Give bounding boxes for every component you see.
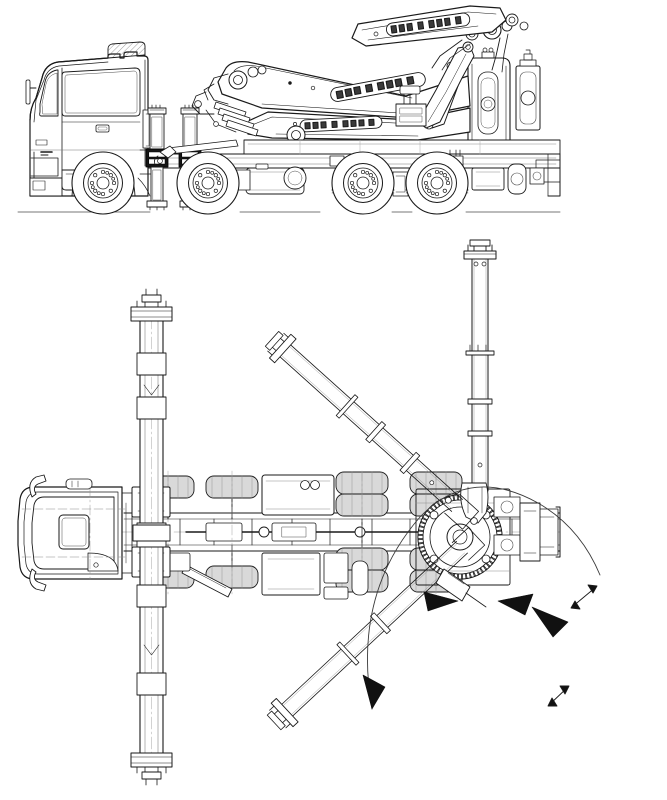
slew-rotation-arc bbox=[362, 486, 601, 710]
boom-extension-upper bbox=[351, 5, 529, 47]
stabiliser-leg-1 bbox=[145, 104, 169, 211]
boom-position-diagonal bbox=[264, 330, 479, 530]
front-bumper bbox=[29, 177, 63, 197]
mirror-arm-right bbox=[29, 568, 47, 592]
boom-logo-plate-lower bbox=[299, 115, 383, 133]
boom-tip-head-3 bbox=[266, 698, 299, 731]
boom-tip-head bbox=[463, 239, 497, 276]
stowed-outrigger-arm-plan bbox=[435, 568, 487, 608]
rear-wheel-2 bbox=[405, 151, 469, 215]
headlamp bbox=[35, 139, 48, 146]
boom-logo-plate-upper bbox=[330, 72, 426, 102]
outer-boom bbox=[245, 107, 471, 145]
outrigger-beam-extended bbox=[130, 288, 173, 786]
front-wheel-1 bbox=[71, 151, 135, 215]
side-elevation-svg bbox=[17, 5, 561, 215]
plan-view bbox=[0, 235, 667, 800]
hydraulic-oil-tank bbox=[515, 49, 541, 131]
outrigger-pad-top bbox=[130, 288, 173, 322]
boom-position-vertical bbox=[460, 239, 497, 525]
slew-arrow-right bbox=[531, 606, 569, 638]
boom-tip-head-2 bbox=[264, 330, 297, 364]
side-elevation-view bbox=[0, 0, 667, 235]
front-wheel-2 bbox=[176, 151, 240, 215]
plan-view-svg bbox=[17, 239, 601, 786]
grille bbox=[30, 157, 59, 177]
boom-position-rear-diagonal bbox=[266, 527, 486, 731]
mirror-arm-left bbox=[29, 474, 47, 498]
cab-plan bbox=[17, 474, 133, 592]
rear-wheel-1 bbox=[331, 151, 395, 215]
knuckle-boom-crane-side bbox=[154, 5, 561, 167]
knuckle-linkage-cluster bbox=[191, 65, 267, 137]
outrigger-pad-bottom bbox=[130, 752, 173, 786]
toolbox bbox=[471, 167, 505, 191]
slew-arrow-mid-left bbox=[423, 591, 459, 612]
slew-arrow-left bbox=[362, 674, 386, 710]
knuckle-cylinder bbox=[417, 41, 475, 129]
slew-arrow-mid-right bbox=[497, 593, 534, 616]
gearbox-plan bbox=[205, 522, 243, 542]
boom-extension-arrow bbox=[547, 584, 598, 707]
roof-deflector bbox=[107, 41, 146, 59]
boom-logo-plate-top bbox=[385, 12, 471, 37]
crane-subframe bbox=[243, 139, 561, 155]
control-valve-block bbox=[395, 85, 427, 127]
stowed-extension-arms bbox=[154, 139, 239, 167]
crane-column bbox=[467, 47, 511, 151]
